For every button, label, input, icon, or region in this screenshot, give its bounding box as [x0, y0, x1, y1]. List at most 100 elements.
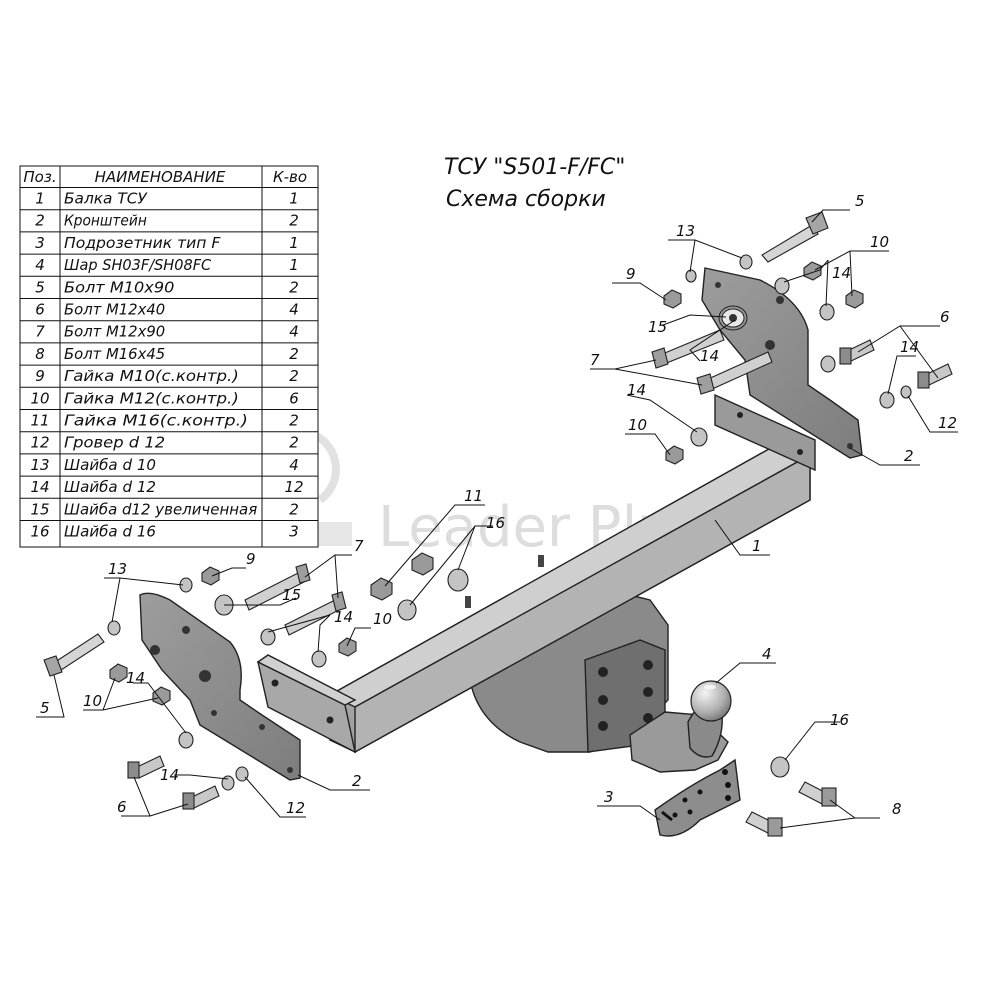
table-cell-qty: 2 [289, 345, 299, 363]
table-cell-pos: 5 [35, 278, 45, 296]
table-row: 1 Балка ТСУ 1 [35, 190, 299, 208]
table-cell-qty: 4 [289, 323, 299, 341]
bracket-right [701, 267, 863, 459]
callout-14-g: 14 [334, 608, 353, 626]
table-row: 4 Шар SH03F/SH08FC 1 [35, 256, 299, 274]
table-cell-pos: 11 [30, 412, 49, 430]
table-cell-pos: 8 [35, 345, 45, 363]
table-cell-qty: 2 [289, 412, 299, 430]
table-cell-qty: 2 [289, 212, 299, 230]
nuts [109, 261, 864, 706]
callout-14-e: 14 [126, 669, 145, 687]
table-cell-pos: 7 [35, 323, 45, 341]
table-cell-name: Балка ТСУ [64, 190, 148, 208]
callout-14-d: 14 [627, 381, 646, 399]
table-cell-name: Шайба d12 увеличенная [64, 500, 257, 518]
table-cell-name: Гайка М10(с.контр.) [64, 367, 239, 385]
table-cell-qty: 2 [289, 367, 299, 385]
callout-5-left: 5 [40, 699, 50, 717]
table-cell-pos: 15 [30, 500, 49, 518]
table-cell-name: Кронштейн [64, 212, 147, 230]
table-cell-pos: 10 [30, 389, 49, 407]
callout-14-b: 14 [700, 347, 719, 365]
bracket-left [139, 592, 301, 781]
table-cell-qty: 2 [289, 278, 299, 296]
table-header-name: НАИМЕНОВАНИЕ [95, 168, 226, 186]
bolts-m12x90-left [244, 563, 347, 636]
diagram-title: ТСУ "S501-F/FC" [444, 155, 625, 180]
callout-16-center: 16 [486, 514, 505, 532]
callout-3: 3 [604, 788, 614, 806]
bolt-m10x90-left [43, 633, 105, 677]
table-cell-qty: 3 [289, 523, 299, 541]
table-row: 16 Шайба d 16 3 [30, 523, 298, 541]
table-cell-qty: 1 [289, 190, 299, 208]
callout-15-left: 15 [282, 586, 301, 604]
table-cell-qty: 12 [284, 478, 303, 496]
callout-6-right: 6 [940, 308, 950, 326]
callout-14-a: 14 [832, 264, 851, 282]
washers [107, 254, 912, 791]
table-cell-name: Болт М16х45 [64, 345, 165, 363]
socket-plate [654, 758, 741, 837]
table-header-qty: К-во [273, 168, 307, 186]
table-cell-pos: 4 [35, 256, 45, 274]
table-cell-name: Подрозетник тип F [64, 234, 221, 252]
table-cell-name: Шар SH03F/SH08FC [64, 256, 212, 274]
callout-16-right: 16 [830, 711, 849, 729]
bolt-m10x90-right [761, 211, 829, 263]
table-cell-pos: 13 [30, 456, 49, 474]
table-cell-name: Шайба d 10 [64, 456, 156, 474]
callout-5-right: 5 [855, 192, 865, 210]
bolts-m12x40-left [127, 755, 220, 810]
table-row: 9 Гайка М10(с.контр.) 2 [35, 367, 299, 385]
table-cell-pos: 9 [35, 367, 45, 385]
callout-6-left: 6 [117, 798, 127, 816]
callouts: 1 2 2 3 4 5 5 6 6 7 7 8 9 9 10 10 10 10 … [40, 192, 957, 818]
table-row: 5 Болт М10х90 2 [35, 278, 299, 296]
table-cell-qty: 1 [289, 256, 299, 274]
callout-12-right: 12 [938, 414, 957, 432]
table-cell-qty: 1 [289, 234, 299, 252]
table-cell-name: Болт М12х90 [64, 323, 165, 341]
diagram-subtitle: Схема сборки [446, 187, 606, 212]
callout-4: 4 [762, 645, 772, 663]
table-row: 11 Гайка М16(с.контр.) 2 [30, 412, 298, 430]
table-cell-pos: 16 [30, 523, 49, 541]
callout-14-f: 14 [160, 766, 179, 784]
tow-beam [256, 393, 816, 754]
table-cell-pos: 1 [35, 190, 45, 208]
table-cell-qty: 4 [289, 456, 299, 474]
table-cell-name: Шайба d 16 [64, 523, 156, 541]
callout-9-right: 9 [626, 265, 636, 283]
callout-1: 1 [752, 537, 762, 555]
callout-10-mid: 10 [628, 416, 647, 434]
table-cell-pos: 14 [30, 478, 49, 496]
callout-10-left: 10 [83, 692, 102, 710]
table-cell-name: Болт М12х40 [64, 301, 165, 319]
callout-13-right: 13 [676, 222, 695, 240]
table-cell-name: Гайка М12(с.контр.) [64, 389, 239, 407]
table-cell-name: Гровер d 12 [64, 434, 165, 452]
callout-7-right: 7 [590, 351, 600, 369]
bolts-m12x40-right [839, 339, 953, 389]
bolts-m16x45 [745, 781, 837, 837]
callout-2-right: 2 [904, 447, 914, 465]
callout-2-left: 2 [352, 772, 362, 790]
table-cell-qty: 2 [289, 434, 299, 452]
table-cell-name: Болт М10х90 [64, 278, 174, 296]
callout-15-right: 15 [648, 318, 667, 336]
table-cell-name: Гайка М16(с.контр.) [64, 412, 248, 430]
leader-lines [36, 209, 958, 829]
callout-11: 11 [464, 487, 483, 505]
callout-12-left: 12 [286, 799, 305, 817]
callout-9-left: 9 [246, 550, 256, 568]
table-header-pos: Поз. [23, 168, 56, 186]
